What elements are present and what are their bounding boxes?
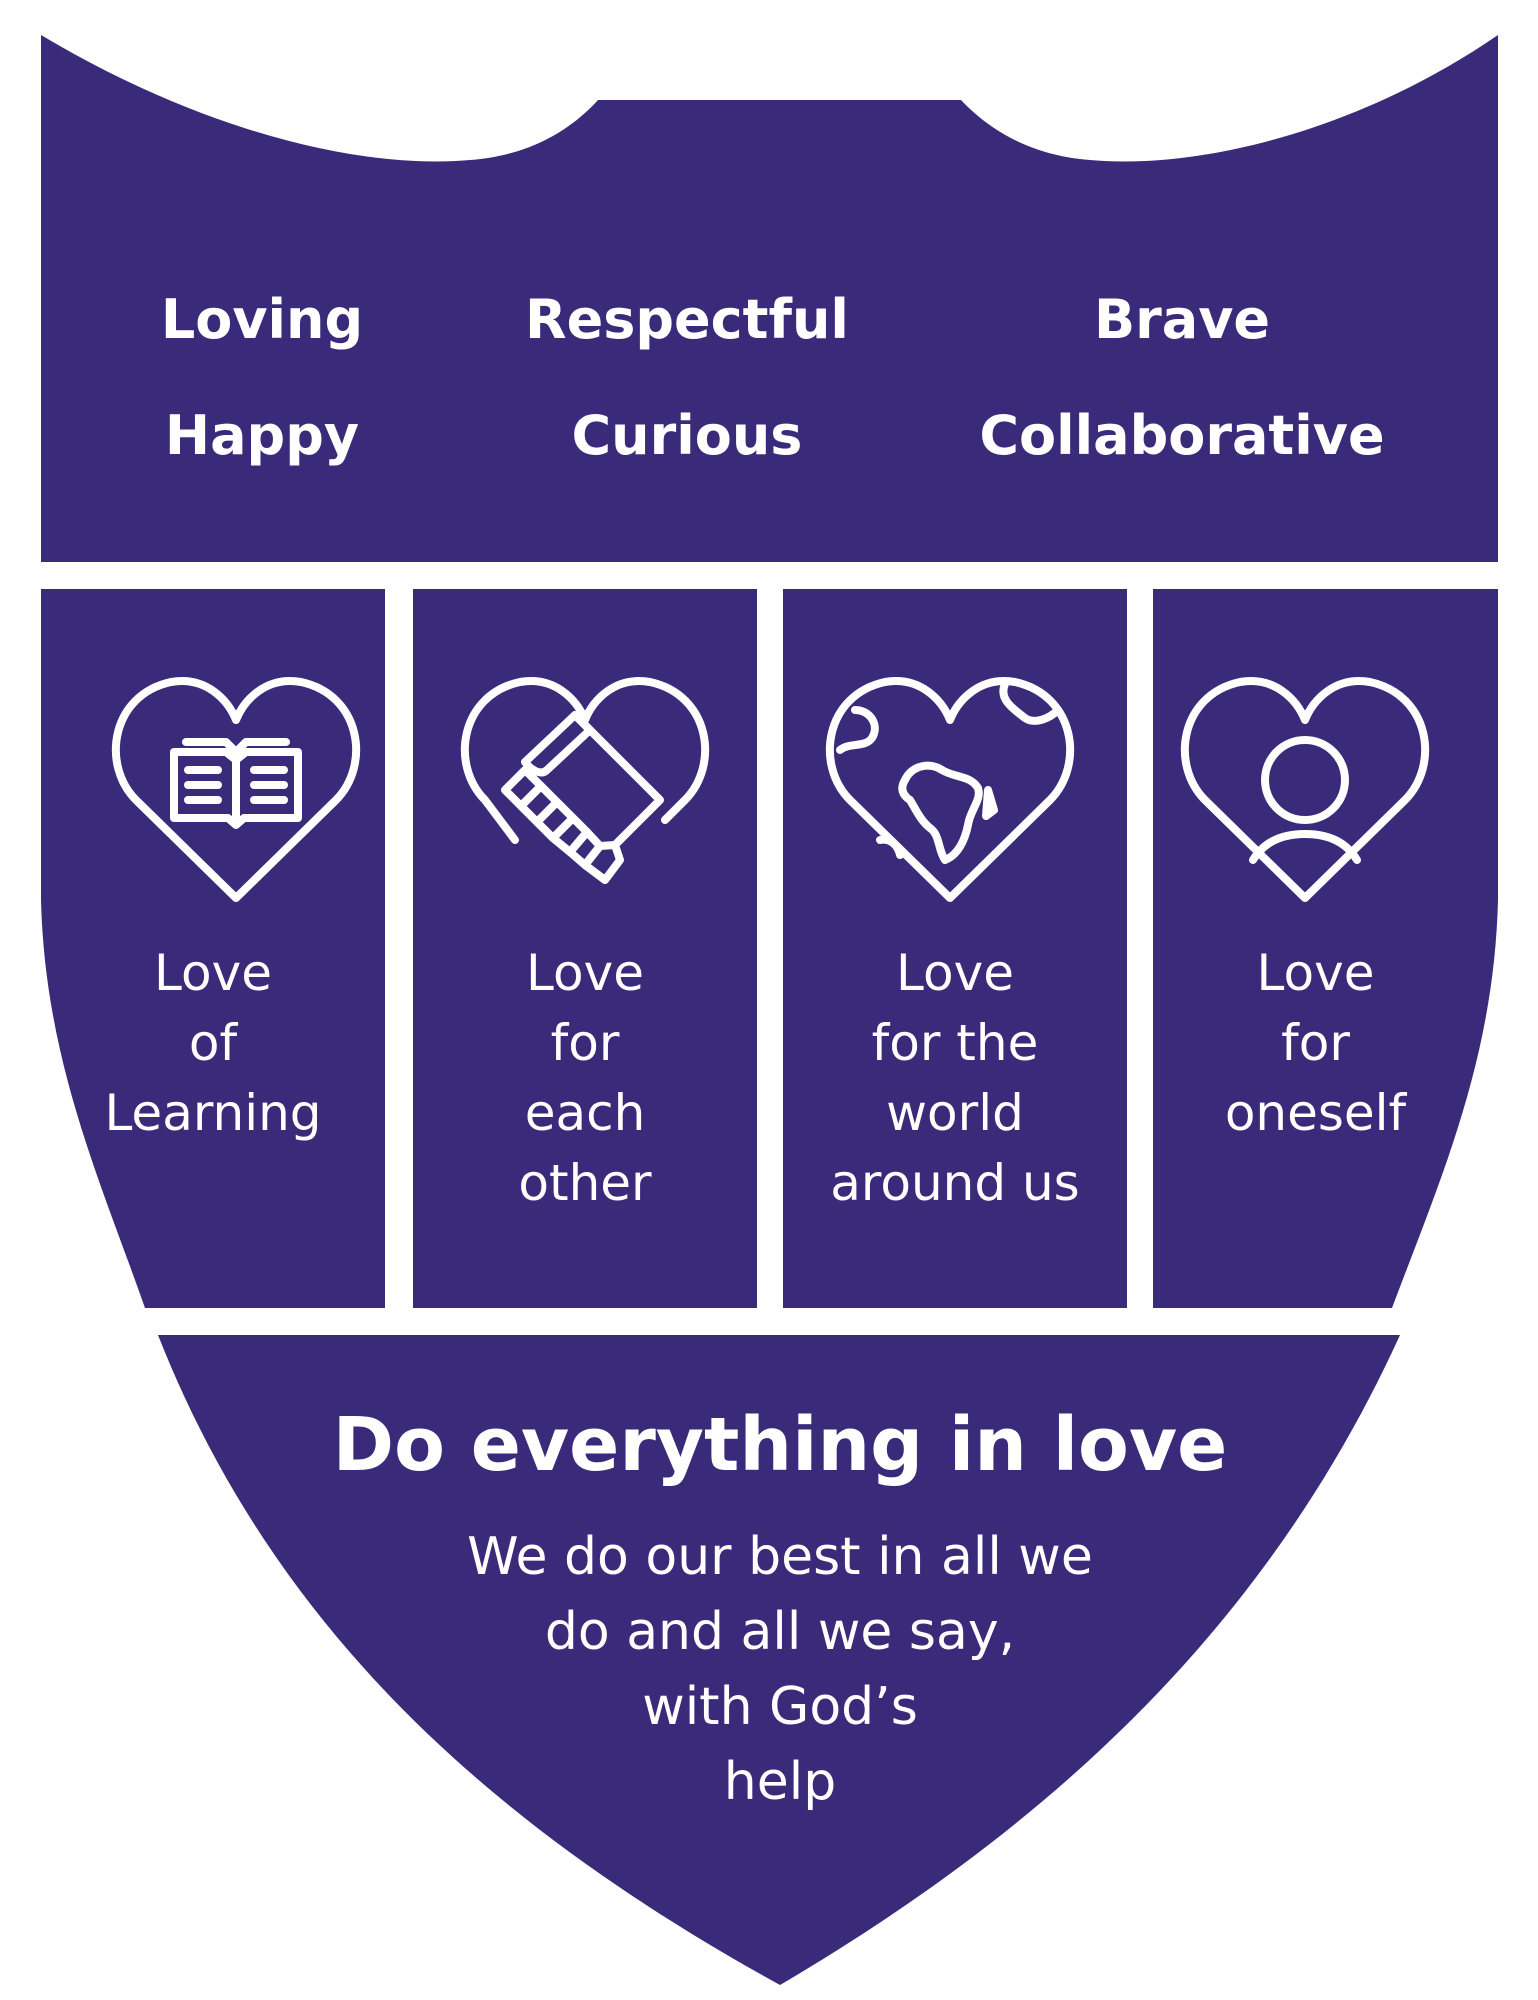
- heart-globe-icon: [825, 677, 1075, 902]
- value-collaborative: Collaborative: [979, 404, 1385, 467]
- panel-label-oneself: Love for oneself: [1224, 944, 1407, 1142]
- value-happy: Happy: [164, 404, 360, 467]
- shield-top-band: [41, 35, 1498, 562]
- panel-label-world: Love for the world around us: [830, 944, 1080, 1212]
- motto-title: Do everything in love: [332, 1402, 1228, 1488]
- value-loving: Loving: [160, 288, 364, 351]
- heart-book-icon: [111, 677, 361, 902]
- panel-2-background: [413, 589, 757, 1308]
- motto-subtitle: We do our best in all we do and all we s…: [467, 1527, 1093, 1812]
- value-curious: Curious: [571, 404, 803, 467]
- heart-person-icon: [1180, 677, 1430, 902]
- value-brave: Brave: [1093, 288, 1271, 351]
- panel-4-background: [1153, 589, 1498, 1308]
- shield-bottom-point: [158, 1335, 1400, 1985]
- heart-handshake-icon: [460, 677, 710, 884]
- value-respectful: Respectful: [525, 288, 849, 351]
- panel-label-learning: Love of Learning: [104, 944, 322, 1142]
- panel-label-each-other: Love for each other: [518, 944, 652, 1212]
